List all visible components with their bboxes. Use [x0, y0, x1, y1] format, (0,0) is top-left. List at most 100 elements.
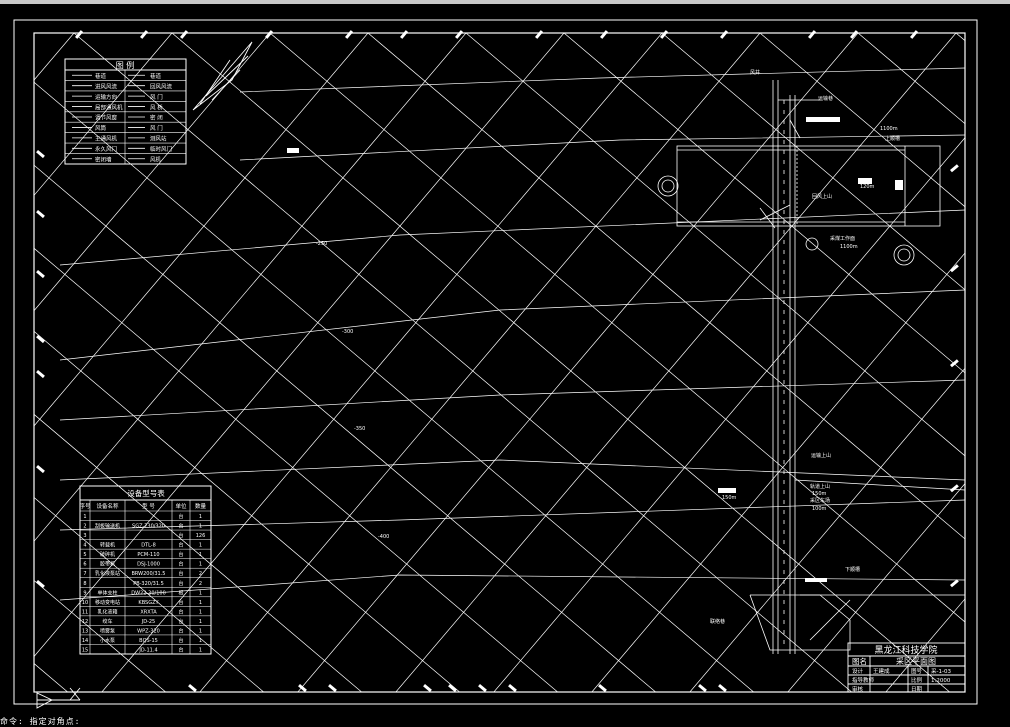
equipment-cell: 台	[178, 637, 183, 644]
title-block-cell: 1:2000	[931, 678, 951, 684]
command-line[interactable]: 命令: 指定对角点:	[0, 717, 1010, 727]
legend-item-label: 风机	[150, 156, 162, 164]
grid-tick	[36, 210, 45, 219]
grid-tick	[850, 30, 859, 39]
grid-tick	[265, 30, 274, 39]
legend-item-label: 测风站	[150, 135, 167, 143]
outer-frame	[13, 19, 978, 705]
title-block-cell: 王建成	[873, 667, 890, 675]
title-block-cell: 指导教师	[852, 676, 875, 684]
title-block-cell: 设计	[852, 667, 864, 675]
equipment-cell: 1	[199, 590, 202, 596]
equipment-cell: 根	[178, 589, 183, 596]
contour-label-1: -250	[316, 241, 327, 247]
grid-tick	[423, 684, 432, 693]
equipment-cell: KBSGZY	[138, 600, 159, 606]
north-arrow-icon	[192, 41, 253, 111]
grid-tick	[949, 484, 959, 493]
equipment-cell: 台	[178, 513, 183, 520]
grid-tick	[140, 30, 149, 39]
legend-title: 图 例	[116, 60, 135, 70]
equipment-cell: 1	[199, 524, 202, 530]
grid-tick	[698, 684, 707, 693]
title-block	[847, 642, 966, 693]
legend-item-label: 运输方向	[95, 93, 117, 101]
grid-tick	[328, 684, 337, 693]
label-block	[858, 178, 872, 184]
grid-tick	[808, 30, 817, 39]
contour-label-3: -350	[354, 426, 365, 432]
grid-tick	[600, 30, 609, 39]
title-block-cell: 采-1-03	[931, 667, 951, 675]
note-return-rise: 回风上山	[812, 193, 832, 200]
equipment-cell: 13	[82, 628, 88, 634]
equipment-header: 序号	[79, 502, 91, 510]
grid-tick	[345, 30, 354, 39]
label-block	[895, 180, 903, 190]
note-yard: 采区车场	[810, 497, 830, 504]
equipment-cell: 8	[83, 581, 86, 587]
equipment-cell: 126	[196, 533, 206, 539]
title-name-label: 图名	[852, 656, 867, 666]
equipment-cell: 乳化液泵站	[95, 570, 120, 577]
grid-tick	[949, 579, 959, 588]
equipment-cell: 1	[199, 628, 202, 634]
grid-tick	[949, 264, 959, 273]
legend-item-label: 主通风机	[95, 135, 118, 143]
grid-tick	[36, 370, 45, 379]
grid-tick	[448, 683, 457, 693]
equipment-cell: 6	[83, 562, 86, 568]
label-block	[806, 117, 840, 122]
equipment-cell: 1	[199, 619, 202, 625]
equipment-cell: 1	[199, 600, 202, 606]
equipment-cell: 5	[83, 552, 86, 558]
contour-label-2: -300	[342, 329, 353, 335]
equipment-header: 数量	[195, 502, 207, 510]
grid-tick	[75, 30, 84, 39]
dim-3: 1100m	[840, 244, 858, 250]
equipment-cell: BRW200/31.5	[131, 571, 165, 577]
legend-item-label: 风 桥	[150, 103, 163, 111]
equipment-cell: 1	[199, 648, 202, 654]
equipment-cell: 1	[199, 609, 202, 615]
coordinate-grid	[34, 33, 965, 692]
equipment-cell: 1	[199, 638, 202, 644]
equipment-cell: 破碎机	[100, 551, 115, 558]
legend-item-label: 回风风流	[150, 82, 173, 90]
equipment-cell: 乳化液箱	[97, 608, 117, 615]
grid-tick	[720, 30, 729, 39]
equipment-cell: 移动变电站	[95, 599, 120, 606]
grid-tick	[36, 465, 45, 474]
legend-item-label: 密 闭	[150, 114, 163, 122]
equipment-cell: 刮板输送机	[95, 523, 120, 530]
equipment-cell: 绞车	[102, 618, 112, 625]
grid-tick	[455, 30, 464, 39]
grid-tick	[478, 684, 487, 693]
equipment-cell: WPZ-320	[137, 628, 160, 634]
equipment-cell: PCM-110	[137, 552, 159, 558]
grid-tick	[910, 30, 919, 39]
grid-tick	[298, 684, 307, 693]
title-block-cell: 比例	[911, 676, 923, 684]
legend-item-label: 局部通风机	[95, 103, 123, 111]
marker-block	[287, 148, 299, 153]
grid-tick	[535, 30, 544, 39]
equipment-cell: 1	[199, 562, 202, 568]
equipment-cell: 台	[178, 608, 183, 615]
equipment-cell: 2	[199, 581, 202, 587]
grid-tick	[598, 684, 607, 693]
equipment-cell: XRXTA	[140, 609, 157, 615]
equipment-cell: DTL-8	[141, 543, 156, 549]
equipment-cell: 3	[83, 533, 86, 539]
equipment-cell: 单体支柱	[97, 589, 117, 596]
grid-tick	[36, 270, 45, 279]
equipment-cell: 台	[178, 561, 183, 568]
equipment-cell: 喷雾泵	[100, 627, 115, 634]
equipment-cell: DSJ-1000	[137, 562, 160, 568]
grid-tick	[660, 30, 669, 39]
dim-2: 120m	[860, 184, 875, 190]
dim-6: 100m	[812, 506, 827, 512]
